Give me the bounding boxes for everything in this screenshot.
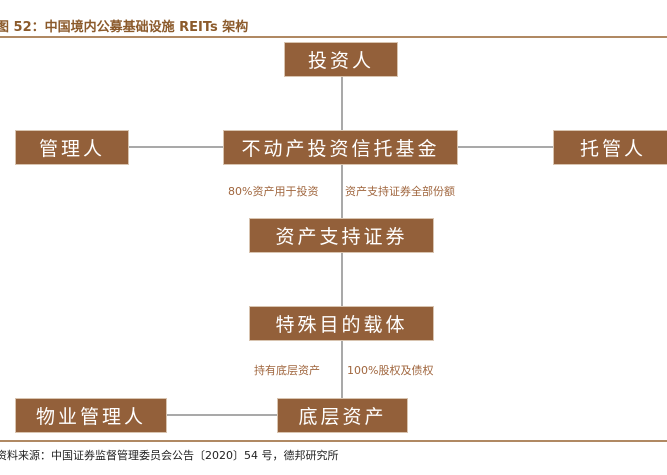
node-property-manager: 物业管理人: [15, 398, 167, 433]
node-investor: 投资人: [284, 42, 398, 77]
node-fund: 不动产投资信托基金: [223, 130, 458, 165]
figure-title: 图 52：中国境内公募基础设施 REITs 架构: [0, 20, 249, 35]
node-spv: 特殊目的载体: [249, 306, 434, 341]
label-fund-right: 资产支持证券全部份额: [345, 185, 455, 198]
label-spv-left: 持有底层资产: [254, 364, 320, 377]
source-note: 资料来源：中国证券监督管理委员会公告〔2020〕54 号，德邦研究所: [0, 449, 339, 462]
node-custodian: 托管人: [553, 130, 667, 165]
node-abs: 资产支持证券: [249, 218, 434, 253]
label-spv-right: 100%股权及债权: [347, 364, 434, 377]
footer-rule: [0, 440, 667, 442]
property-connector: [166, 414, 278, 416]
label-fund-left: 80%资产用于投资: [228, 185, 319, 198]
node-manager: 管理人: [15, 130, 129, 165]
node-asset: 底层资产: [277, 398, 408, 433]
title-rule: [0, 36, 667, 38]
